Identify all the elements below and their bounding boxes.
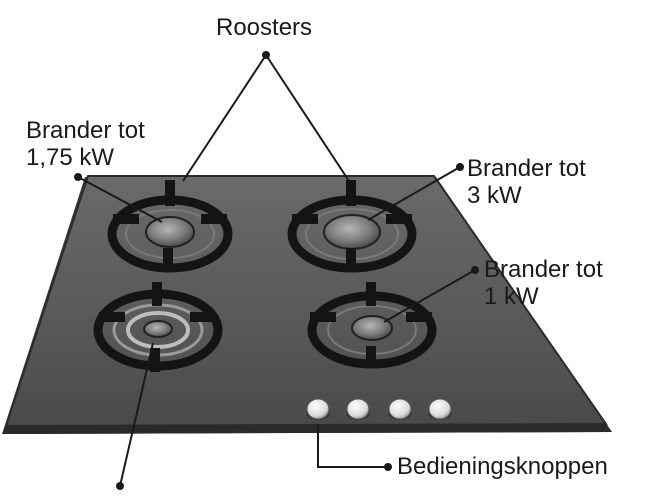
label-burner-right-top: Brander tot 3 kW <box>467 155 586 209</box>
grate-arm <box>310 312 336 322</box>
leader-roosters-right <box>265 54 350 182</box>
leader-dots <box>74 51 479 490</box>
control-knob <box>346 398 370 420</box>
leader-burner-right-mid <box>383 269 476 323</box>
label-burner-right-top-line1: Brander tot <box>467 155 586 182</box>
grate-arm <box>406 312 432 322</box>
leader-burner-right-top <box>367 166 461 221</box>
grate-arm <box>366 282 376 306</box>
control-knob <box>428 398 452 420</box>
label-burner-left-line1: Brander tot <box>26 117 145 144</box>
burner-bottom-left <box>93 282 223 372</box>
label-controls: Bedieningsknoppen <box>397 453 608 480</box>
grate-arm <box>190 312 216 322</box>
leader-dot <box>116 482 124 490</box>
control-knob <box>388 398 412 420</box>
leader-dot <box>384 463 392 471</box>
label-burner-right-mid: Brander tot 1 kW <box>484 256 603 310</box>
label-burner-left-line2: 1,75 kW <box>26 144 115 171</box>
label-burner-right-mid-line2: 1 kW <box>484 283 539 310</box>
label-burner-left: Brander tot 1,75 kW <box>26 117 145 171</box>
leader-dot <box>74 173 82 181</box>
grate-arm <box>292 214 318 224</box>
control-knobs <box>306 398 452 420</box>
grate-arm <box>113 214 139 224</box>
grate-arm <box>201 214 227 224</box>
burner-bottom-right <box>307 282 437 369</box>
grate-arm <box>386 214 412 224</box>
leader-dot <box>262 51 270 59</box>
leader-burner-left <box>77 176 163 223</box>
label-burner-right-mid-line1: Brander tot <box>484 256 603 283</box>
leader-dot <box>471 266 479 274</box>
leader-roosters-left <box>182 54 267 182</box>
leader-controls <box>317 424 385 468</box>
grate-arm <box>366 346 376 368</box>
leader-dot <box>456 163 464 171</box>
burner-top-right <box>287 180 417 273</box>
grate-arm <box>165 180 175 206</box>
grate-arm <box>346 248 356 272</box>
burner-top-left <box>107 180 233 273</box>
control-knob <box>306 398 330 420</box>
grate-arm <box>99 312 125 322</box>
leader-lines <box>77 54 476 487</box>
leader-burner-bottom-left <box>119 342 154 487</box>
grate-arm <box>150 348 160 372</box>
grate-arm <box>163 248 173 272</box>
label-burner-right-top-line2: 3 kW <box>467 182 522 209</box>
grate-arm <box>346 180 356 206</box>
label-roosters: Roosters <box>216 14 313 41</box>
grate-arm <box>152 282 162 306</box>
